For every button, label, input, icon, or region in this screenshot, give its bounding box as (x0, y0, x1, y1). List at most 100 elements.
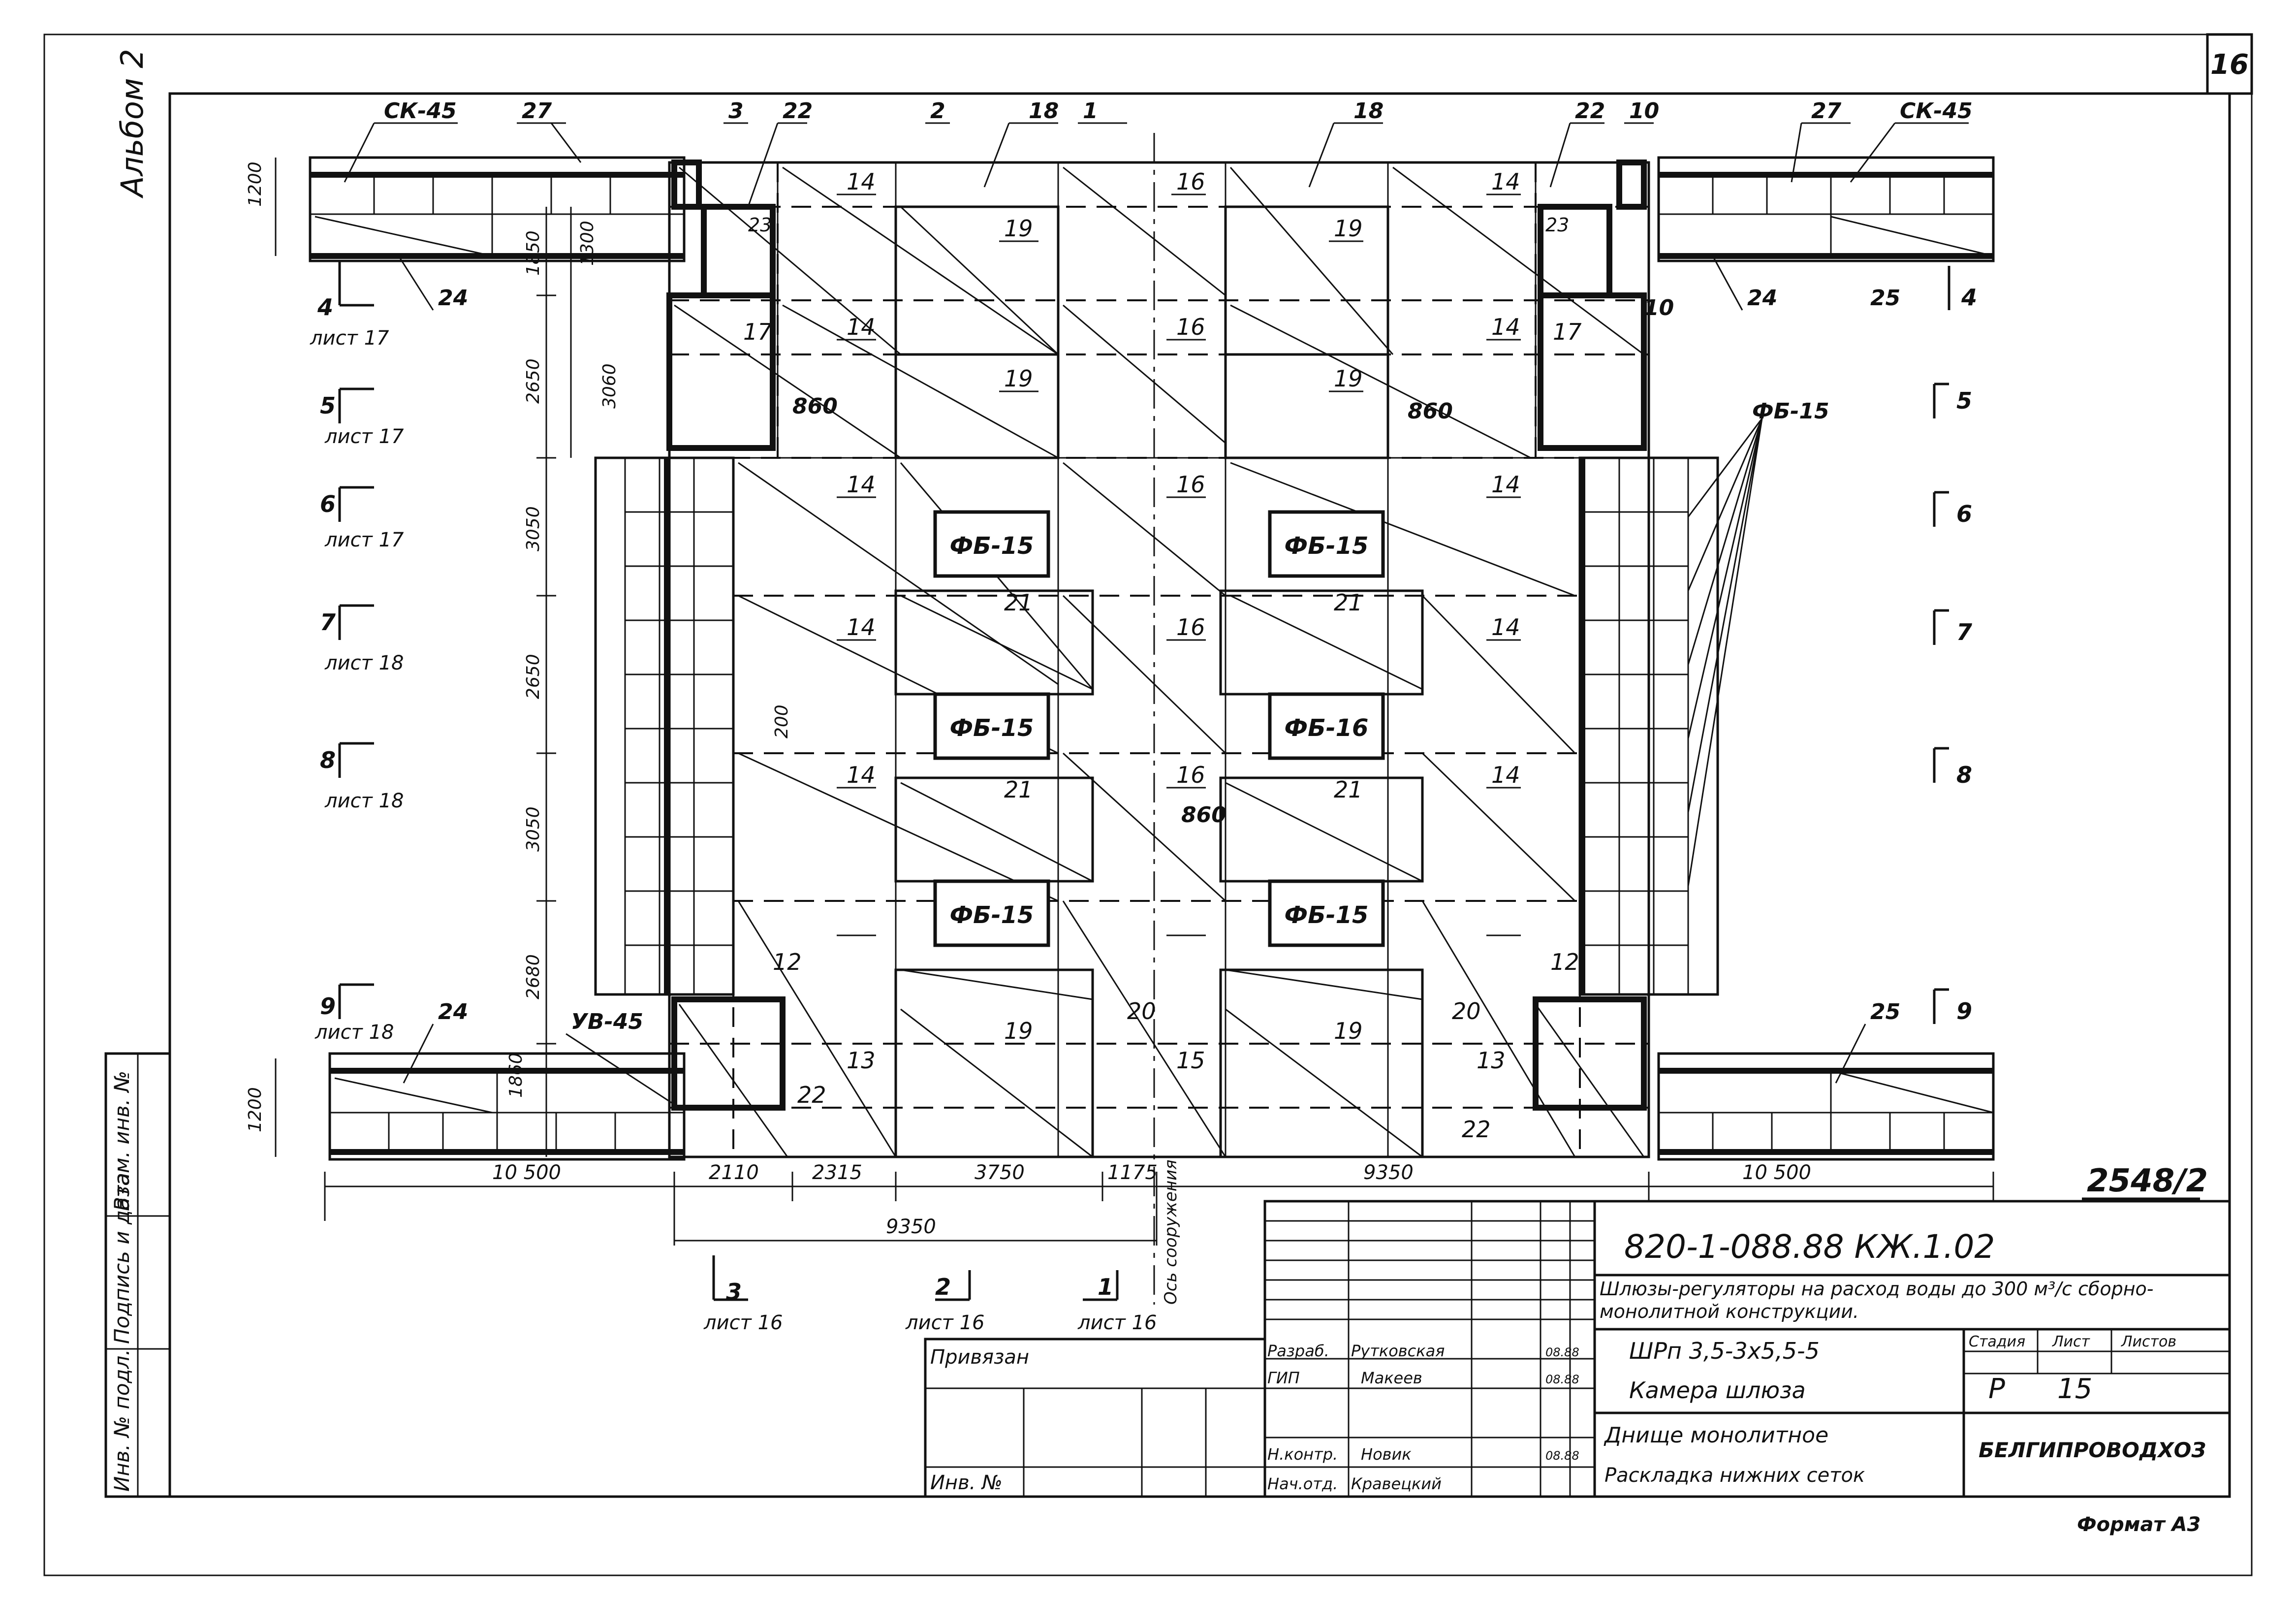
section-num: 8 (1956, 762, 1972, 788)
section-num: 6 (1956, 501, 1972, 527)
mark-number: 25 (1870, 286, 1900, 311)
drawing-subtitle: Раскладка нижних сеток (1604, 1464, 1865, 1487)
mark-number: 860 (1181, 802, 1227, 828)
mark-number: 14 (1491, 314, 1520, 340)
beam-label: ФБ-15 (950, 532, 1034, 560)
mark-number: 24 (1747, 286, 1777, 311)
mark-number: 23 (1545, 214, 1569, 236)
mark-number: 14 (847, 614, 876, 640)
dim-bottom: 10 500 (1742, 1161, 1811, 1184)
section-num: 9 (320, 993, 336, 1020)
dim-left: 2680 (523, 954, 543, 999)
stage-header: Стадия (1969, 1333, 2025, 1350)
callout-top: СК-45 (1900, 98, 1973, 124)
dim-left: 2650 (523, 358, 543, 404)
mark-number: 21 (1004, 776, 1033, 803)
mark-number: 19 (1004, 365, 1033, 392)
role-label: Разраб. (1267, 1342, 1329, 1360)
sheet-code: 2548/2 (2087, 1163, 2208, 1199)
sheets-header: Листов (2121, 1333, 2176, 1350)
mark-number: 20 (1452, 998, 1481, 1024)
stage-value: Р (1988, 1373, 2005, 1405)
mark-number: 13 (1477, 1047, 1506, 1074)
mark-number: 22 (1462, 1116, 1491, 1143)
section-sheet: лист 17 (324, 425, 404, 448)
section-num: 2 (935, 1274, 951, 1300)
section-num: 8 (320, 747, 336, 773)
role-name: Кравецкий (1351, 1474, 1442, 1493)
mark-number: УВ-45 (571, 1009, 643, 1034)
sheet-header: Лист (2052, 1333, 2091, 1350)
mark-number: 19 (1334, 365, 1363, 392)
dim-left: 1860 (506, 1053, 526, 1098)
drawing-title: Днище монолитное (1604, 1423, 1828, 1448)
mark-number: 860 (792, 394, 838, 419)
dim-left: 3050 (523, 506, 543, 551)
mark-number: 24 (438, 999, 468, 1024)
leader-lines (398, 256, 1866, 1109)
mark-number: 14 (847, 762, 876, 788)
top-callouts (344, 122, 1969, 207)
role-label: Нач.отд. (1267, 1474, 1338, 1493)
stamp-podpis: Подпись и дата (110, 1173, 134, 1344)
mark-number: 14 (1491, 471, 1520, 498)
section-sheet: лист 16 (1077, 1311, 1157, 1334)
format-label: Формат А3 (2077, 1513, 2201, 1536)
section-sheet: лист 18 (324, 652, 404, 674)
dim-left: 3060 (599, 363, 620, 409)
dim-left: 3050 (523, 806, 543, 852)
axis-label: Ось сооружения (1161, 1159, 1181, 1305)
callout-top: 18 (1029, 98, 1059, 124)
section-sheet: лист 16 (703, 1311, 783, 1334)
mark-number: 17 (1553, 319, 1582, 345)
dim-left: 1200 (245, 161, 265, 207)
mark-number: 12 (1550, 949, 1579, 975)
bottom-dimensions (324, 1172, 1994, 1246)
section-num: 4 (317, 294, 333, 320)
mark-number: 15 (1176, 1047, 1205, 1074)
doc-code: 820-1-088.88 КЖ.1.02 (1624, 1228, 1995, 1266)
role-label: Н.контр. (1267, 1445, 1338, 1464)
beam-blocks (933, 510, 1385, 947)
section-num: 5 (320, 392, 336, 419)
mark-number: 13 (847, 1047, 876, 1074)
album-label: Альбом 2 (114, 49, 150, 199)
sheet-number-box (2206, 33, 2253, 95)
mark-number: 16 (1176, 471, 1205, 498)
section-num: 5 (1956, 387, 1972, 414)
beam-label: ФБ-15 (950, 901, 1034, 929)
mark-number: 20 (1127, 998, 1156, 1024)
dim-bottom: 3750 (975, 1161, 1025, 1184)
mark-number: 14 (847, 314, 876, 340)
mark-number: 10 (1644, 295, 1674, 320)
project-title: Шлюзы-регуляторы на расход воды до 300 м… (1600, 1278, 2154, 1322)
mark-number: 21 (1004, 589, 1033, 616)
callout-top: 10 (1629, 98, 1659, 124)
mark-number: 25 (1870, 999, 1900, 1024)
section-num: 7 (320, 609, 336, 636)
role-date: 08.88 (1545, 1449, 1579, 1463)
sheet-number: 16 (2210, 49, 2249, 81)
mark-number: 14 (1491, 168, 1520, 195)
dim-bottom: 1175 (1107, 1161, 1158, 1184)
section-num: 7 (1956, 619, 1972, 645)
section-marks-right (1933, 266, 1950, 1024)
mark-number: 14 (1491, 614, 1520, 640)
mark-number: 19 (1004, 215, 1033, 242)
title-block (924, 1200, 2231, 1498)
callout-top: 1 (1083, 98, 1098, 124)
mark-numbers (837, 193, 1521, 936)
callout-top: 18 (1353, 98, 1384, 124)
dim-left: 2650 (523, 654, 543, 699)
section-num: 4 (1961, 284, 1977, 311)
callout-top: 22 (783, 98, 813, 124)
mark-number: 14 (847, 168, 876, 195)
stamp-vzam: Взам. инв. № (110, 1071, 134, 1211)
beam-label: ФБ-15 (1285, 901, 1369, 929)
section-marks-bottom (712, 1255, 1119, 1301)
mark-number: 24 (438, 286, 468, 311)
section-sheet: лист 17 (310, 327, 389, 350)
mark-number: 22 (797, 1082, 826, 1108)
mark-number: 16 (1176, 762, 1205, 788)
